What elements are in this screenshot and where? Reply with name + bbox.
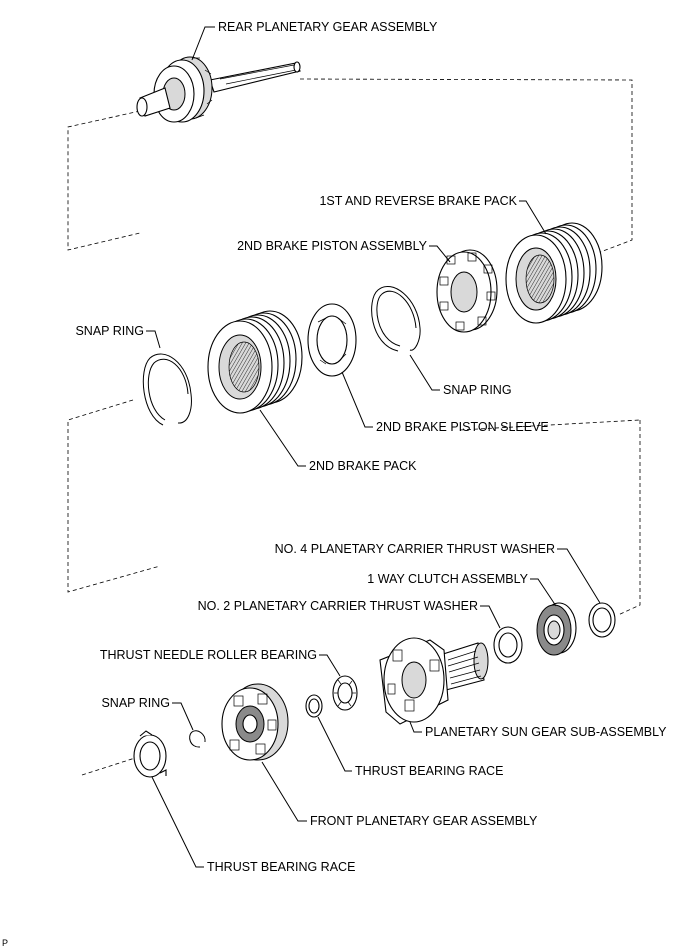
label-snap-ring-mid: SNAP RING	[443, 383, 512, 397]
label-no2-thrust-washer: NO. 2 PLANETARY CARRIER THRUST WASHER	[198, 599, 478, 613]
label-rear-planetary-gear-assembly: REAR PLANETARY GEAR ASSEMBLY	[218, 20, 438, 34]
rear-planetary-gear-assembly	[136, 56, 301, 123]
first-and-reverse-brake-pack	[505, 222, 603, 324]
no2-thrust-washer	[493, 626, 523, 664]
second-brake-piston-sleeve	[307, 303, 357, 377]
label-front-planetary-gear-assembly: FRONT PLANETARY GEAR ASSEMBLY	[310, 814, 538, 828]
footer-code: P	[2, 938, 8, 948]
snap-ring-small-part	[189, 730, 206, 748]
label-thrust-bearing-race-lower: THRUST BEARING RACE	[207, 860, 355, 874]
second-brake-piston-assembly	[436, 249, 498, 333]
label-first-and-reverse-brake-pack: 1ST AND REVERSE BRAKE PACK	[319, 194, 517, 208]
one-way-clutch-assembly	[536, 602, 577, 656]
label-snap-ring-small: SNAP RING	[101, 696, 170, 710]
label-second-brake-pack: 2ND BRAKE PACK	[309, 459, 417, 473]
snap-ring-mid-part	[371, 285, 421, 352]
label-one-way-clutch-assembly: 1 WAY CLUTCH ASSEMBLY	[367, 572, 528, 586]
label-thrust-needle-roller-bearing: THRUST NEEDLE ROLLER BEARING	[100, 648, 317, 662]
no4-thrust-washer	[588, 602, 616, 638]
assembly-guide-lines	[67, 78, 641, 776]
front-planetary-gear-assembly	[221, 683, 289, 761]
thrust-needle-roller-bearing	[332, 675, 358, 711]
label-no4-thrust-washer: NO. 4 PLANETARY CARRIER THRUST WASHER	[275, 542, 555, 556]
thrust-bearing-race-lower	[133, 730, 167, 778]
label-snap-ring-left: SNAP RING	[75, 324, 144, 338]
snap-ring-left-part	[142, 353, 192, 426]
thrust-bearing-race-upper	[305, 694, 323, 718]
label-second-brake-piston-assembly: 2ND BRAKE PISTON ASSEMBLY	[237, 239, 428, 253]
leader-lines	[146, 26, 601, 868]
planetary-sun-gear-sub-assembly	[379, 637, 489, 725]
label-thrust-bearing-race-upper: THRUST BEARING RACE	[355, 764, 503, 778]
label-planetary-sun-gear-sub-assembly: PLANETARY SUN GEAR SUB-ASSEMBLY	[425, 725, 667, 739]
second-brake-pack	[207, 310, 303, 414]
label-second-brake-piston-sleeve: 2ND BRAKE PISTON SLEEVE	[376, 420, 549, 434]
